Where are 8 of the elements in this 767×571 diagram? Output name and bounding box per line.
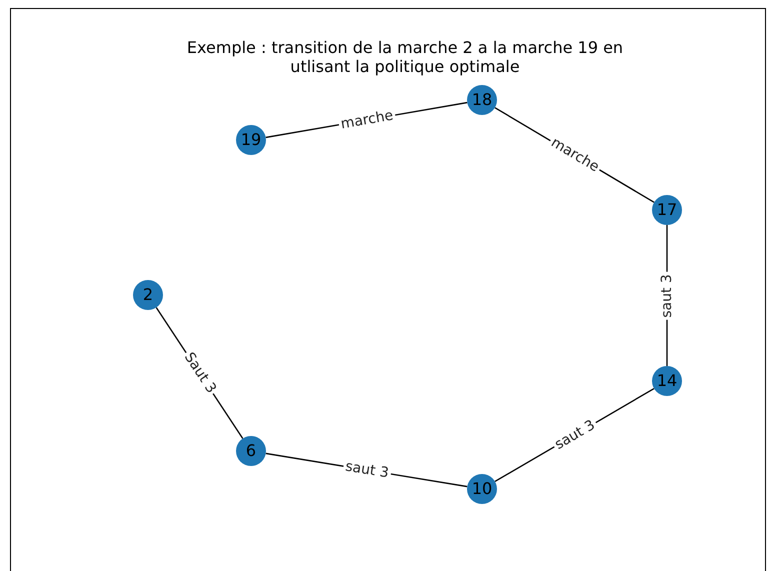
node-label: 6 <box>246 442 256 460</box>
node-label: 19 <box>240 131 262 149</box>
node-label: 10 <box>472 480 492 498</box>
node-label: 17 <box>656 201 678 219</box>
chart-title: Exemple : transition de la marche 2 a la marche 19 en utlisant la politique optimale <box>186 38 624 76</box>
node-label: 18 <box>472 91 492 109</box>
node-label: 14 <box>656 372 678 390</box>
node-label: 2 <box>142 286 154 304</box>
